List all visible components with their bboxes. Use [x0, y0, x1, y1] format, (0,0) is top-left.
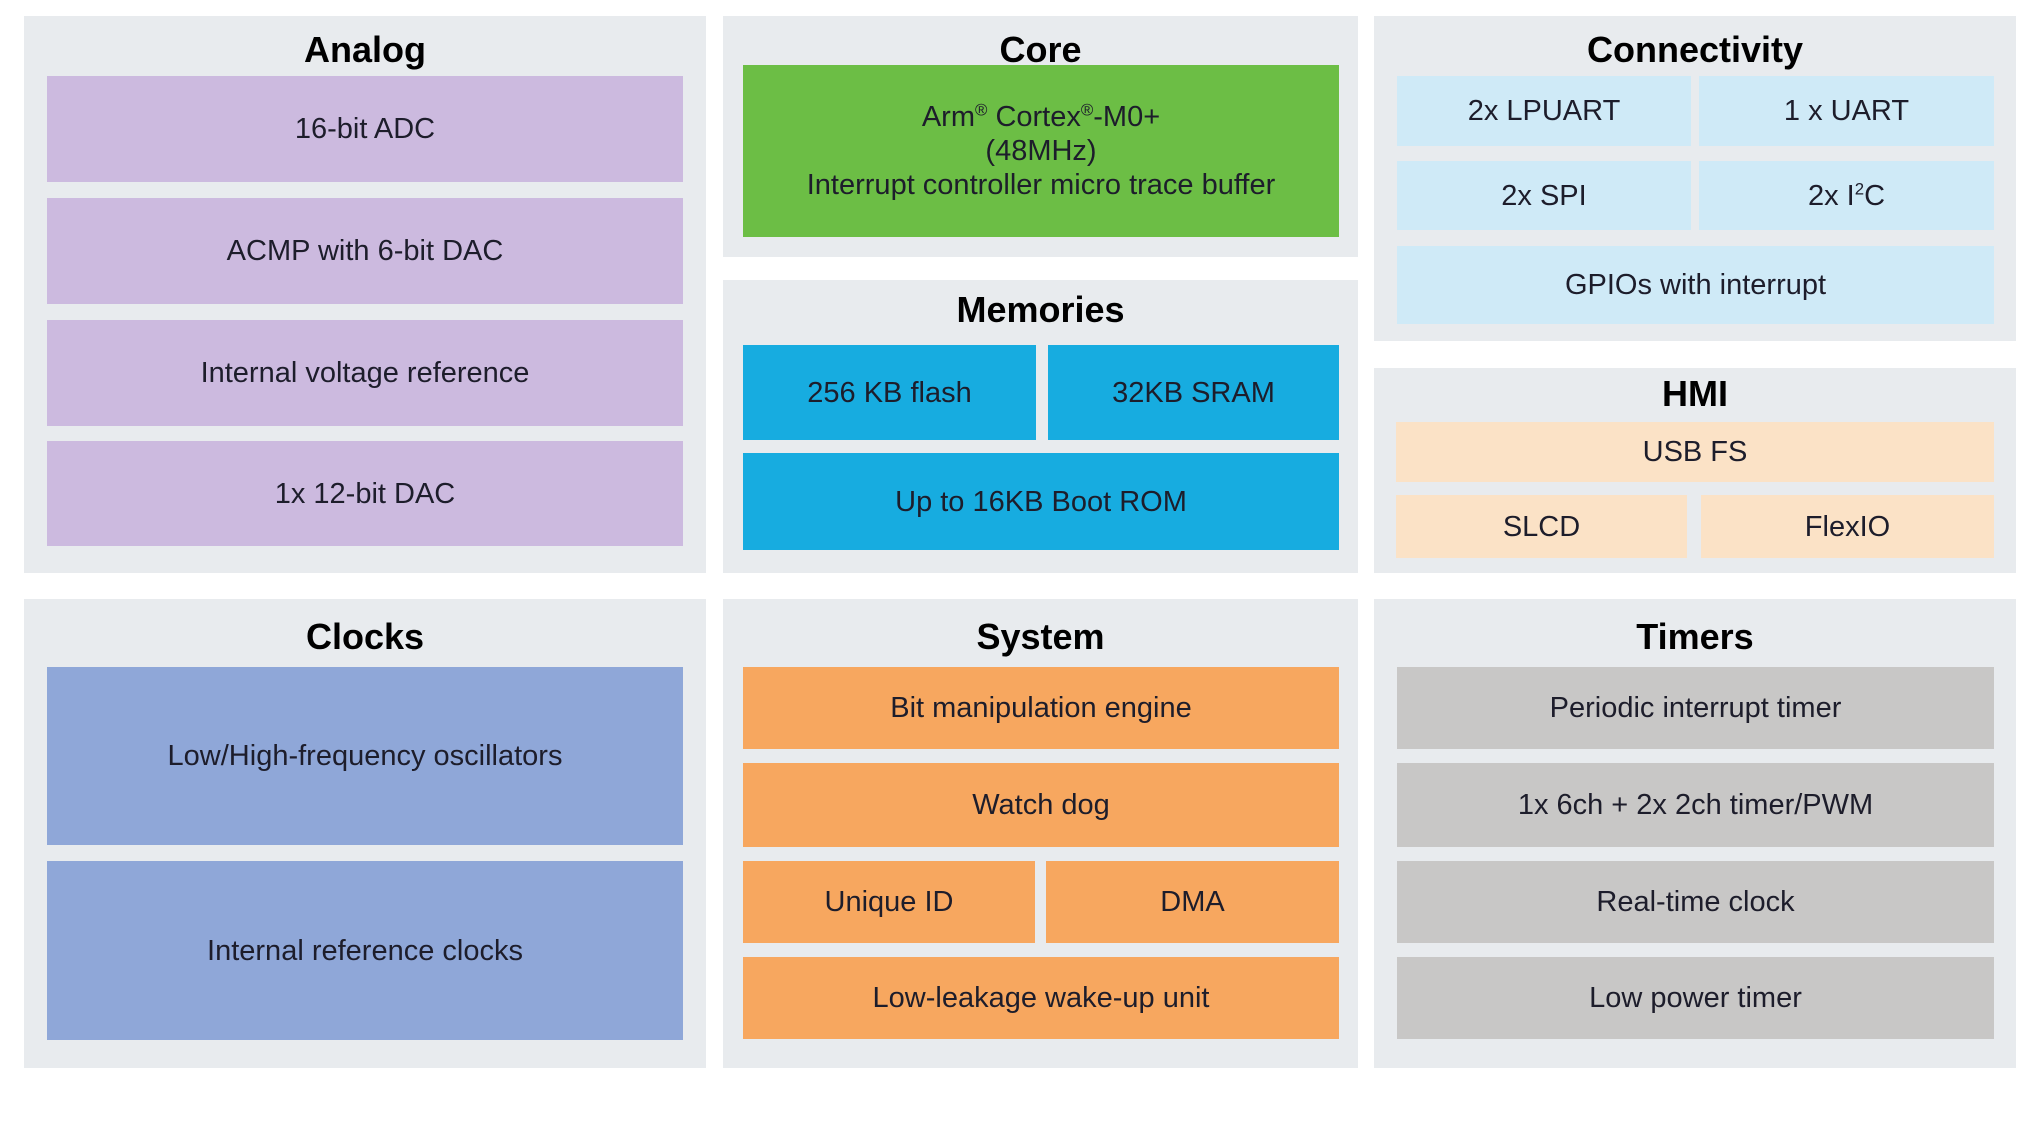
- block-dma: DMA: [1046, 861, 1339, 943]
- core-line3: Interrupt controller micro trace buffer: [806, 169, 1276, 201]
- clocks-title: Clocks: [305, 616, 425, 657]
- panel-clocks: Clocks Low/High-frequency oscillators In…: [24, 599, 706, 1068]
- panel-core: Core Arm® Cortex®-M0+ (48MHz) Interrupt …: [723, 16, 1358, 257]
- block-flash: 256 KB flash: [743, 345, 1036, 440]
- block-slcd: SLCD: [1396, 495, 1687, 558]
- block-unique-id: Unique ID: [743, 861, 1035, 943]
- panel-hmi: HMI USB FS SLCD FlexIO: [1374, 368, 2016, 573]
- timers-title: Timers: [1636, 616, 1754, 657]
- core-line2: (48MHz): [985, 135, 1097, 167]
- block-usb-fs: USB FS: [1396, 422, 1994, 482]
- core-title: Core: [999, 29, 1082, 70]
- hmi-title: HMI: [1662, 373, 1728, 414]
- core-line1: Arm® Cortex®-M0+: [921, 100, 1161, 133]
- connectivity-title: Connectivity: [1586, 29, 1804, 70]
- block-16bit-adc: 16-bit ADC: [47, 76, 683, 182]
- block-sram: 32KB SRAM: [1048, 345, 1339, 440]
- block-boot-rom: Up to 16KB Boot ROM: [743, 453, 1339, 550]
- block-bit-manipulation-engine: Bit manipulation engine: [743, 667, 1339, 749]
- panel-system: System Bit manipulation engine Watch dog…: [723, 599, 1358, 1068]
- block-acmp-dac: ACMP with 6-bit DAC: [47, 198, 683, 304]
- block-internal-voltage-reference: Internal voltage reference: [47, 320, 683, 426]
- block-lpuart: 2x LPUART: [1397, 76, 1691, 146]
- block-llwu: Low-leakage wake-up unit: [743, 957, 1339, 1039]
- panel-memories: Memories 256 KB flash 32KB SRAM Up to 16…: [723, 280, 1358, 573]
- memories-title: Memories: [956, 289, 1125, 330]
- block-spi: 2x SPI: [1397, 161, 1691, 230]
- block-cortex-m0plus: Arm® Cortex®-M0+ (48MHz) Interrupt contr…: [743, 65, 1339, 237]
- block-internal-reference-clocks: Internal reference clocks: [47, 861, 683, 1040]
- panel-timers: Timers Periodic interrupt timer 1x 6ch +…: [1374, 599, 2016, 1068]
- system-title: System: [976, 616, 1105, 657]
- block-real-time-clock: Real-time clock: [1397, 861, 1994, 943]
- analog-title: Analog: [304, 29, 426, 70]
- block-oscillators: Low/High-frequency oscillators: [47, 667, 683, 845]
- block-watchdog: Watch dog: [743, 763, 1339, 847]
- block-timer-pwm: 1x 6ch + 2x 2ch timer/PWM: [1397, 763, 1994, 847]
- block-uart: 1 x UART: [1699, 76, 1994, 146]
- block-gpio: GPIOs with interrupt: [1397, 246, 1994, 324]
- block-flexio: FlexIO: [1701, 495, 1994, 558]
- panel-analog: Analog 16-bit ADC ACMP with 6-bit DAC In…: [24, 16, 706, 573]
- panel-connectivity: Connectivity 2x LPUART 1 x UART 2x SPI 2…: [1374, 16, 2016, 341]
- block-periodic-interrupt-timer: Periodic interrupt timer: [1397, 667, 1994, 749]
- block-12bit-dac: 1x 12-bit DAC: [47, 441, 683, 546]
- block-i2c: 2x I2C: [1699, 161, 1994, 230]
- block-low-power-timer: Low power timer: [1397, 957, 1994, 1039]
